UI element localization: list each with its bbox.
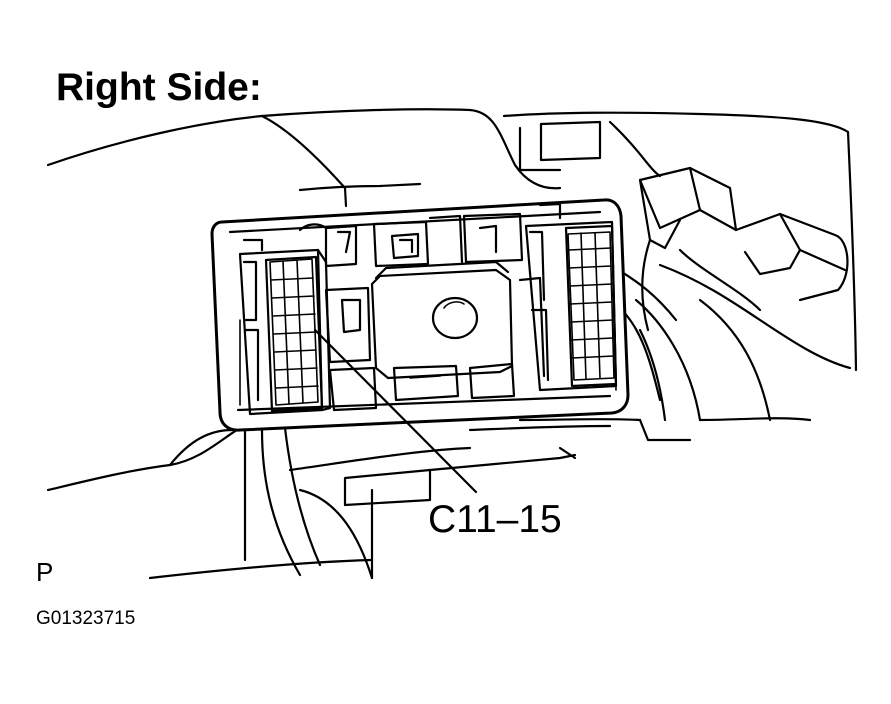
- callout-leader: [313, 328, 478, 494]
- right-connector-grid: [524, 202, 618, 392]
- dashboard-contours: [46, 108, 858, 580]
- diagram-heading: Right Side:: [56, 66, 262, 109]
- figure-id-label: G01323715: [36, 608, 136, 629]
- connector-callout-label: C11–15: [428, 498, 562, 541]
- center-relay: [298, 182, 546, 412]
- wire-harness-connector: [598, 166, 852, 442]
- view-mark-label: P: [36, 557, 54, 587]
